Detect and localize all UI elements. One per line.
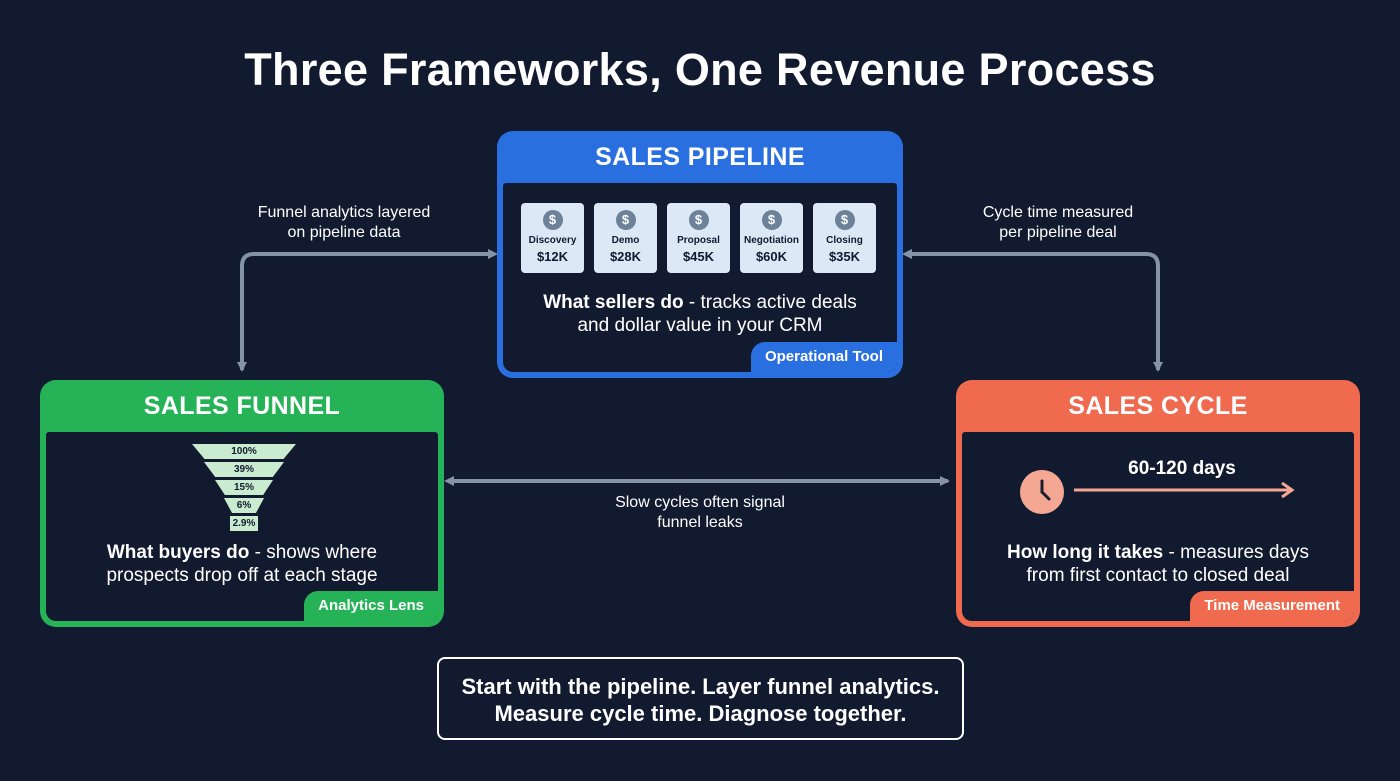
page-title: Three Frameworks, One Revenue Process [244,44,1156,95]
stage-value: $35K [828,249,861,264]
time-measurement-badge: Time Measurement [1190,591,1354,621]
stage-name: Negotiation [744,235,799,246]
sales-funnel-card: SALES FUNNEL 100% 39% 15% 6% 2.9% What b… [40,380,444,627]
cycle-duration: 60-120 days [1128,458,1236,479]
stage-name: Demo [611,235,640,246]
pipeline-body: $ Discovery $12K $ Demo $28K $ Proposal … [503,183,897,372]
funnel-cycle-label: Slow cycles often signal funnel leaks [615,494,785,531]
pipeline-funnel-label: Funnel analytics layered on pipeline dat… [257,204,431,241]
funnel-level: 39% [204,462,284,477]
pipeline-cycle-label: Cycle time measured per pipeline deal [982,204,1134,241]
operational-tool-badge: Operational Tool [750,342,897,372]
stage-discovery: $ Discovery $12K [521,203,584,273]
stage-negotiation: $ Negotiation $60K [740,203,803,273]
funnel-level: 100% [192,444,296,459]
stage-name: Discovery [528,235,577,246]
dollar-icon: $ [615,210,636,230]
stage-closing: $ Closing $35K [813,203,876,273]
dollar-icon: $ [834,210,855,230]
duration-arrow [1074,482,1295,499]
cycle-header: SALES CYCLE [1068,392,1248,420]
stage-value: $12K [536,249,569,264]
stage-name: Closing [826,235,863,246]
pipeline-stages: $ Discovery $12K $ Demo $28K $ Proposal … [521,203,876,273]
cycle-description: How long it takes - measures days from f… [1007,542,1309,586]
funnel-header: SALES FUNNEL [143,392,341,420]
analytics-lens-badge: Analytics Lens [304,591,438,621]
funnel-level: 15% [215,480,273,495]
funnel-description: What buyers do - shows where prospects d… [106,542,378,586]
pipeline-cycle-arrow [902,249,1163,372]
stage-name: Proposal [677,235,720,246]
stage-value: $60K [755,249,788,264]
funnel-body: 100% 39% 15% 6% 2.9% What buyers do - sh… [46,432,438,621]
clock-icon [1020,470,1064,514]
dollar-icon: $ [761,210,782,230]
summary-line: Measure cycle time. Diagnose together. [494,701,907,726]
stage-demo: $ Demo $28K [594,203,657,273]
stage-proposal: $ Proposal $45K [667,203,730,273]
stage-value: $28K [609,249,642,264]
sales-cycle-card: SALES CYCLE 60-120 days How long it take… [956,380,1360,627]
sales-pipeline-card: SALES PIPELINE $ Discovery $12K $ Demo $… [497,131,903,378]
cycle-body: 60-120 days How long it takes - measures… [962,432,1354,621]
funnel-graphic: 100% 39% 15% 6% 2.9% [189,444,299,534]
dollar-icon: $ [542,210,563,230]
pipeline-funnel-arrow [237,249,498,372]
funnel-level: 2.9% [230,516,258,531]
summary-line: Start with the pipeline. Layer funnel an… [461,674,940,699]
pipeline-description: What sellers do - tracks active deals an… [543,292,857,336]
dollar-icon: $ [688,210,709,230]
funnel-level: 6% [224,498,264,513]
stage-value: $45K [682,249,715,264]
summary-box: Start with the pipeline. Layer funnel an… [437,657,964,740]
pipeline-header: SALES PIPELINE [595,143,805,171]
